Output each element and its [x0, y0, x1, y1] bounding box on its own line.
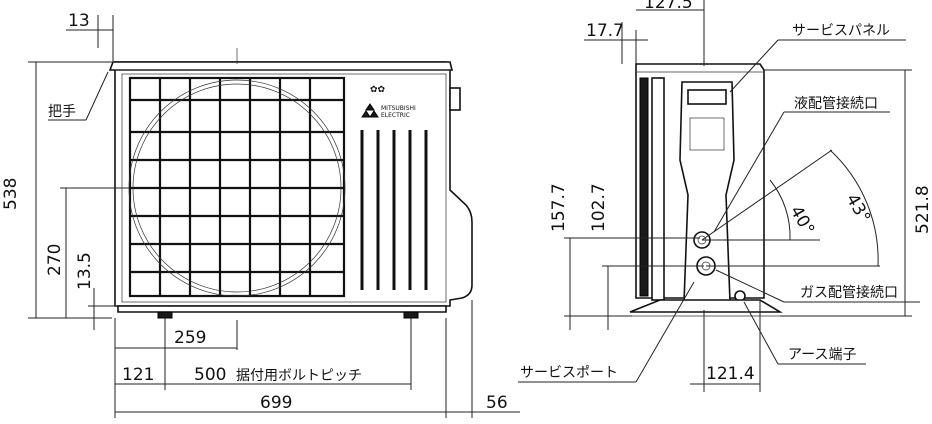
side-labels: サービスパネル 液配管接続口 ガス配管接続口 サービスポート アース端子: [518, 23, 920, 383]
front-base: [117, 305, 447, 313]
label-ground-terminal: アース端子: [788, 347, 856, 363]
side-view: [629, 63, 783, 317]
label-bolt-pitch: 据付用ボルトピッチ: [236, 368, 362, 384]
angle-43: 43°: [842, 191, 874, 227]
side-handle: [449, 87, 461, 111]
left-foot: [157, 311, 173, 319]
mitsubishi-logo: MITSUBISHI ELECTRIC ✿✿: [361, 85, 416, 119]
dim-13-5: 13.5: [75, 252, 95, 290]
fan-grille: [128, 76, 346, 298]
dim-157-7: 157.7: [549, 183, 569, 232]
front-unit-casing: [114, 61, 473, 307]
dim-521-8: 521.8: [913, 185, 932, 234]
label-service-panel: サービスパネル: [792, 23, 890, 39]
dim-127-5: 127.5: [644, 0, 693, 13]
dim-121: 121: [122, 365, 154, 385]
dim-56: 56: [486, 393, 508, 413]
dim-500: 500: [194, 365, 226, 385]
front-dimensions: 13 把手 538 270 13.5 259 121 500 据付用ボルトピッチ: [1, 11, 520, 418]
dim-121-4: 121.4: [706, 364, 755, 384]
label-service-port: サービスポート: [520, 365, 618, 381]
side-fin-left: [639, 77, 649, 297]
dim-699: 699: [260, 393, 292, 413]
svg-text:MITSUBISHI: MITSUBISHI: [381, 105, 416, 112]
side-base: [629, 299, 783, 313]
side-vents: [360, 130, 428, 290]
dim-538: 538: [1, 178, 21, 210]
right-foot: [403, 311, 419, 319]
front-view: MITSUBISHI ELECTRIC ✿✿: [108, 48, 473, 319]
dim-270: 270: [45, 244, 65, 276]
dim-13: 13: [68, 11, 90, 31]
dim-102-7: 102.7: [589, 183, 609, 232]
svg-text:✿✿: ✿✿: [370, 85, 386, 95]
front-top-lid: [108, 61, 454, 71]
angle-40: 40°: [786, 203, 818, 239]
dim-17-7: 17.7: [586, 21, 624, 41]
label-gas-pipe: ガス配管接続口: [800, 284, 898, 301]
dim-259: 259: [174, 328, 206, 348]
side-frame: [651, 77, 665, 301]
label-liquid-pipe: 液配管接続口: [794, 95, 878, 112]
label-handle: 把手: [48, 104, 76, 120]
svg-text:ELECTRIC: ELECTRIC: [381, 112, 410, 119]
